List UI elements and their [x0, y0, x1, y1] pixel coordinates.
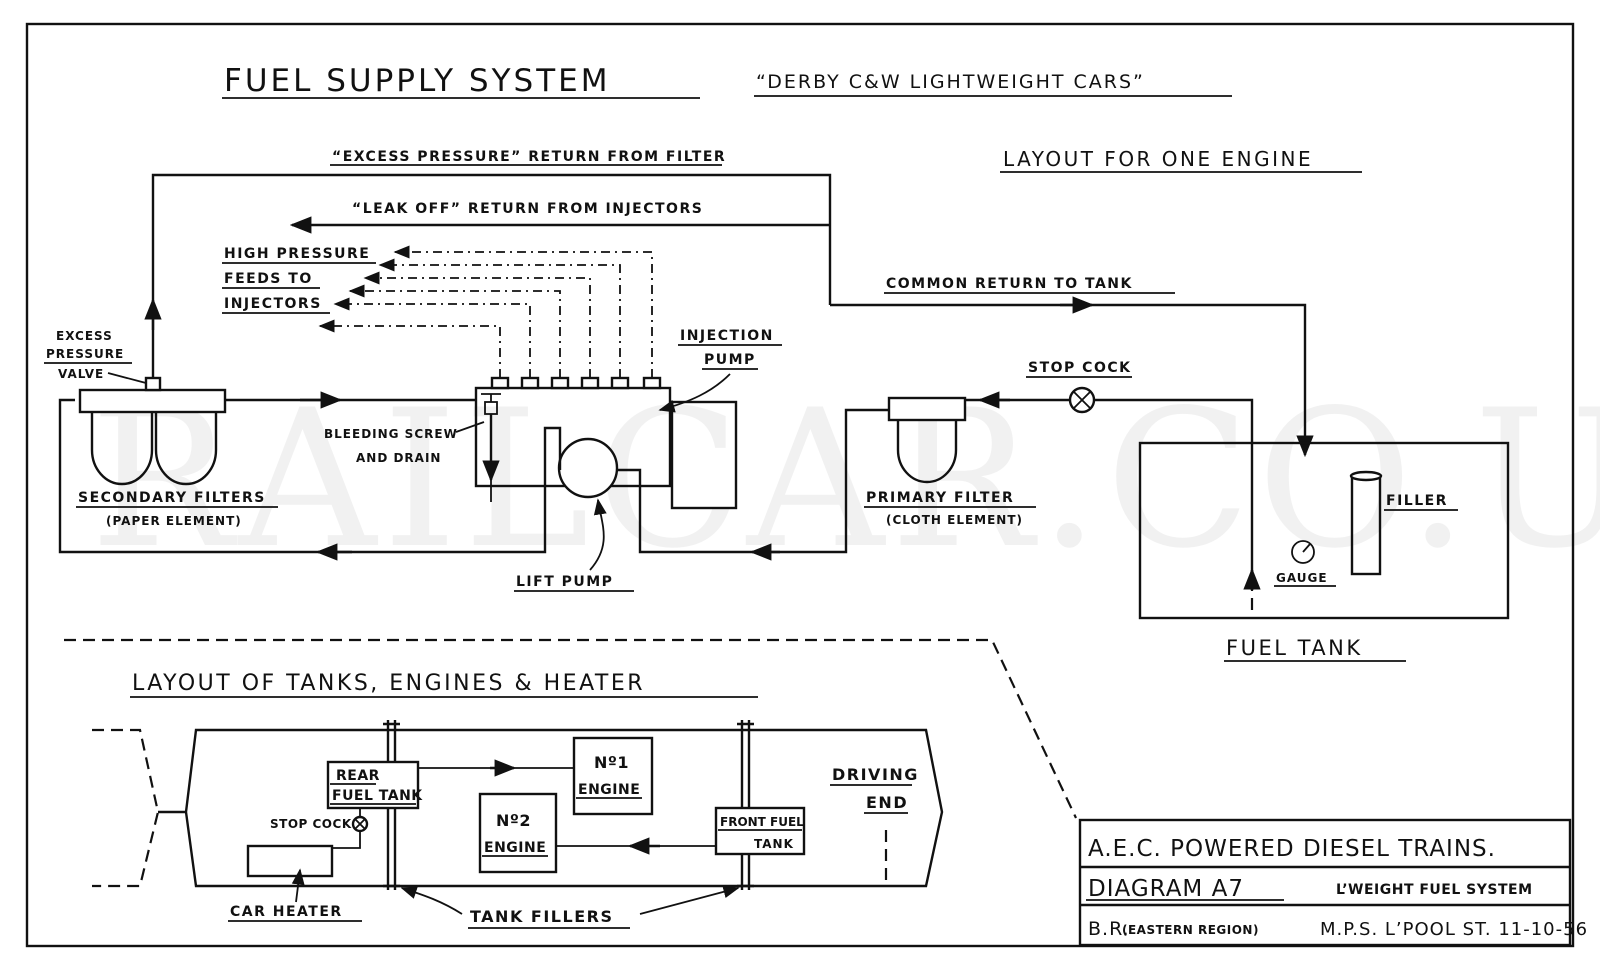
engine-no2 [478, 792, 558, 874]
filler-label: FILLER [1386, 493, 1448, 509]
engine-no2-label-1: Nº2 [496, 811, 531, 830]
excess-pressure-valve [144, 376, 162, 392]
excess-pressure-return-label: “EXCESS PRESSURE” RETURN FROM FILTER [332, 149, 726, 165]
front-fuel-tank [714, 806, 806, 856]
hp-feeds-label-2: FEEDS TO [224, 271, 313, 287]
heater-stop-cock [351, 815, 369, 833]
front-tank-label-2: TANK [754, 837, 794, 851]
injection-pump-label-2: PUMP [704, 352, 756, 368]
injector-outlets [490, 376, 662, 390]
front-tank-label-1: FRONT FUEL [720, 815, 804, 829]
excess-valve-label-1: EXCESS [56, 329, 113, 343]
primary-filter-element: (CLOTH ELEMENT) [886, 513, 1023, 527]
filler-tube [1349, 470, 1383, 576]
heater-stop-cock-label: STOP COCK [270, 817, 352, 831]
title-block-system-name: L’WEIGHT FUEL SYSTEM [1336, 882, 1533, 898]
title-block-diagram-no: DIAGRAM A7 [1088, 876, 1244, 902]
hp-feed-lines [318, 245, 653, 378]
secondary-filters-head [78, 388, 227, 414]
diagram-title: FUEL SUPPLY SYSTEM [224, 63, 611, 99]
stop-cock-valve [1068, 386, 1096, 414]
excess-return-line [151, 173, 832, 378]
common-return-line [830, 303, 1314, 458]
title-block-line1: A.E.C. POWERED DIESEL TRAINS. [1088, 836, 1496, 862]
bleeding-screw-label-2: AND DRAIN [356, 451, 441, 465]
car-heater-label: CAR HEATER [230, 904, 343, 920]
gauge-label: GAUGE [1276, 571, 1328, 585]
injection-pump-label-1: INJECTION [680, 328, 774, 344]
engine-no1 [572, 736, 654, 816]
secondary-filter-bowl-2 [154, 412, 218, 486]
car-body [184, 728, 944, 888]
fuel-tank [1138, 441, 1510, 620]
bleeding-screw-label-1: BLEEDING SCREW [324, 427, 458, 441]
engine-layout-heading: LAYOUT FOR ONE ENGINE [1003, 147, 1313, 171]
primary-filter-label: PRIMARY FILTER [866, 490, 1014, 506]
hp-feeds-label-1: HIGH PRESSURE [224, 246, 370, 262]
driving-end-label-1: DRIVING [832, 765, 919, 784]
engine-no2-label-2: ENGINE [484, 840, 546, 856]
adjacent-car-outline [92, 728, 160, 888]
tank-layout-heading: LAYOUT OF TANKS, ENGINES & HEATER [132, 671, 645, 696]
excess-valve-label-3: VALVE [58, 367, 104, 381]
excess-valve-label-2: PRESSURE [46, 347, 124, 361]
lift-pump [557, 437, 619, 499]
driving-end-label-2: END [866, 793, 908, 812]
engine-no1-label-2: ENGINE [578, 782, 640, 798]
section-separator [64, 638, 1077, 819]
tank-fillers-label: TANK FILLERS [470, 907, 613, 926]
secondary-filter-bowl-1 [90, 412, 154, 486]
primary-filter-head [887, 396, 967, 422]
injection-pump-housing [670, 400, 738, 510]
front-tank-filler [737, 720, 754, 890]
title-block-region: (EASTERN REGION) [1122, 923, 1259, 937]
fuel-tank-label: FUEL TANK [1226, 636, 1363, 660]
rear-tank-label-2: FUEL TANK [332, 788, 423, 804]
rear-fuel-tank [326, 760, 420, 810]
stop-cock-label: STOP COCK [1028, 360, 1131, 376]
lift-pump-label: LIFT PUMP [516, 574, 613, 590]
primary-filter-bowl [896, 420, 958, 484]
common-return-label: COMMON RETURN TO TANK [886, 276, 1133, 292]
secondary-filters-label: SECONDARY FILTERS [78, 490, 266, 506]
leak-off-return-label: “LEAK OFF” RETURN FROM INJECTORS [352, 201, 703, 217]
car-heater [246, 844, 334, 878]
hp-feeds-label-3: INJECTORS [224, 296, 322, 312]
gauge-dial [1291, 540, 1315, 564]
title-block-drawn-by: M.P.S. L’POOL ST. 11-10-56 [1320, 919, 1588, 940]
drawing-border [25, 22, 1575, 948]
title-block-railway: B.R. [1088, 918, 1130, 940]
secondary-filters-element: (PAPER ELEMENT) [106, 514, 242, 528]
engine-no1-label-1: Nº1 [594, 753, 629, 772]
diagram-subtitle: “DERBY C&W LIGHTWEIGHT CARS” [756, 71, 1145, 93]
title-block [1078, 818, 1572, 947]
rear-tank-label-1: REAR [336, 768, 380, 784]
